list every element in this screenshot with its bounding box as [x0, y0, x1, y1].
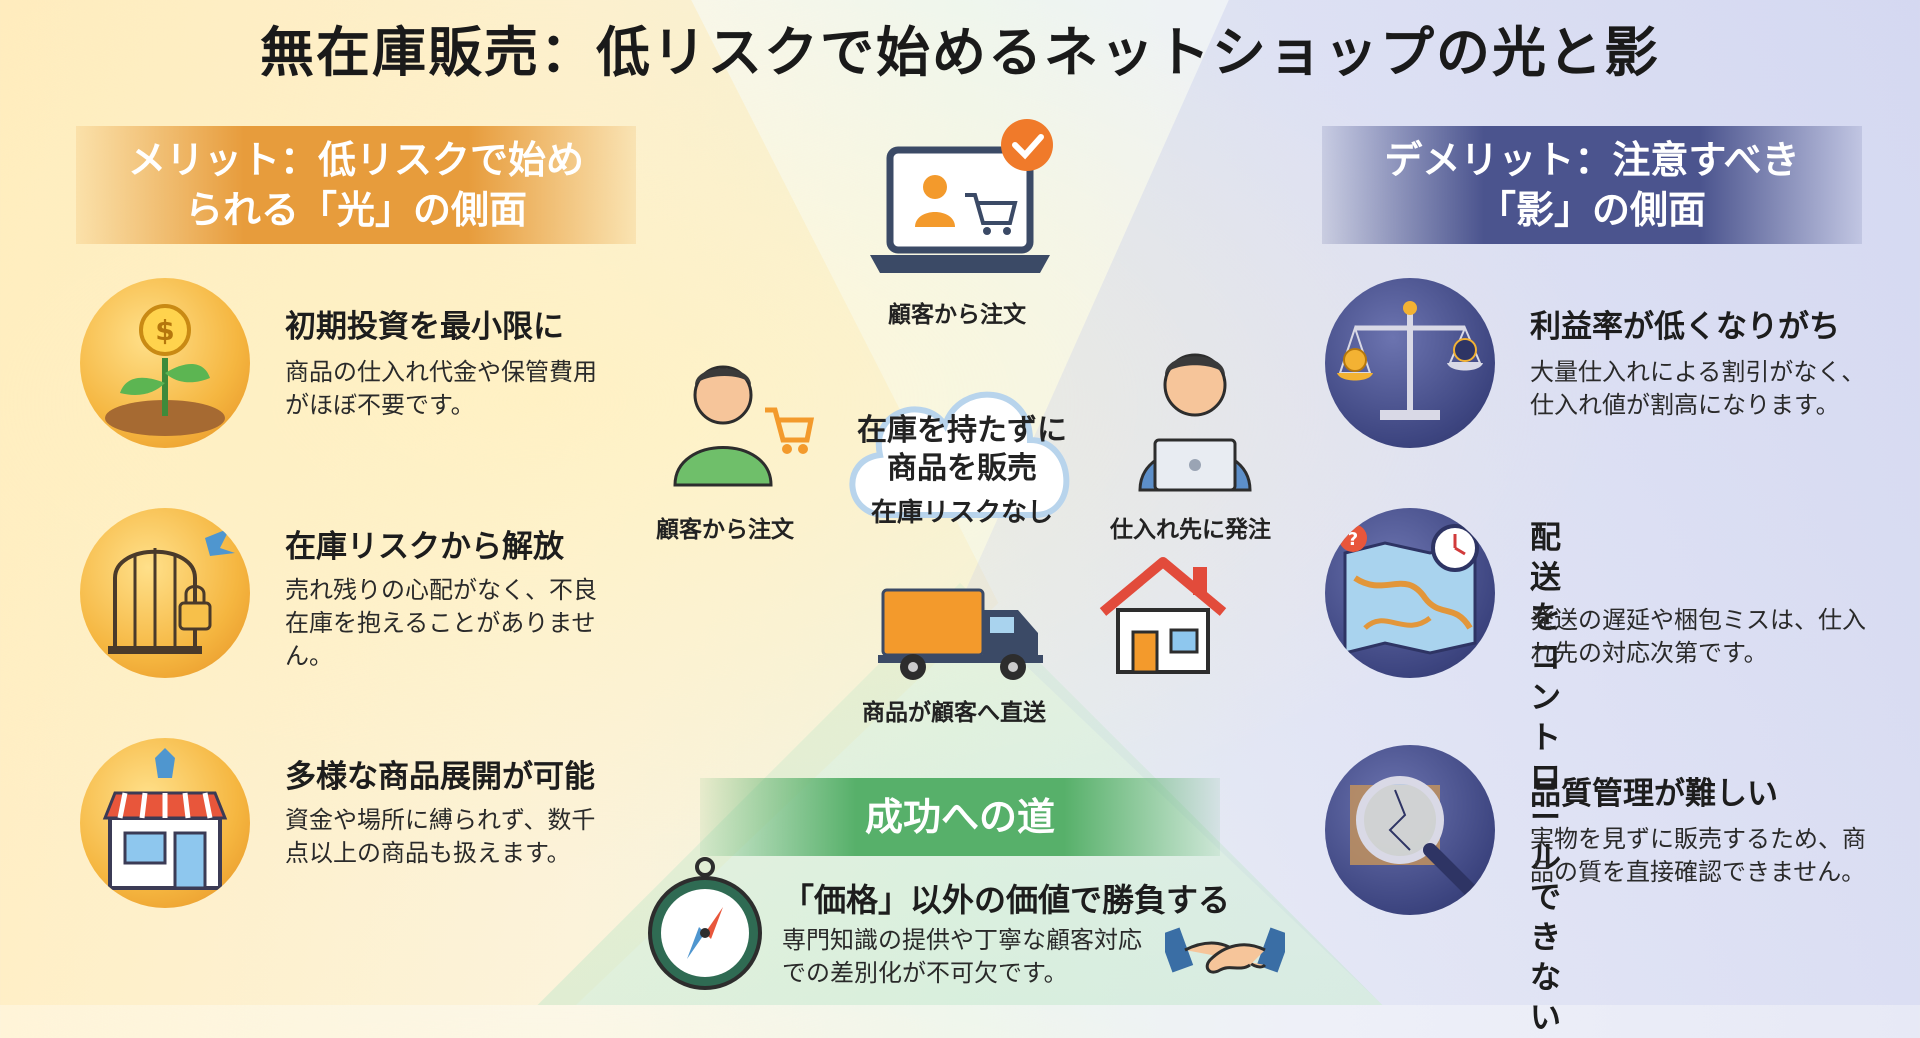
demerit-item-title: 利益率が低くなりがち: [1530, 309, 1840, 345]
merit-header: メリット：低リスクで始め られる「光」の側面: [76, 126, 636, 244]
demerit-item-title: 品質管理が難しい: [1530, 776, 1778, 812]
customer-order-label: 顧客から注文: [656, 517, 794, 543]
svg-text:$: $: [155, 314, 174, 347]
compass-icon: [645, 855, 765, 995]
cloud-main-text: 在庫を持たずに 商品を販売: [857, 413, 1067, 486]
merit-item-title: 在庫リスクから解放: [285, 529, 564, 565]
page-title: 無在庫販売：低リスクで始めるネットショップの光と影: [260, 21, 1660, 84]
demerit-item-desc: 発送の遅延や梱包ミスは、仕入れ先の対応次第です。: [1530, 606, 1866, 667]
supplier-order-label: 仕入れ先に発注: [1110, 517, 1271, 543]
demerit-item-desc: 大量仕入れによる割引がなく、仕入れ値が割高になります。: [1530, 358, 1866, 419]
cloud-sub-text: 在庫リスクなし: [870, 498, 1053, 528]
merit-item-desc: 商品の仕入れ代金や保管費用がほぼ不要です。: [285, 358, 597, 419]
sprout-coin-icon: $: [80, 278, 250, 448]
house-icon: [1093, 552, 1233, 677]
customer-icon: [665, 355, 815, 495]
demerit-item-title: 配送をコントロール できない: [1530, 520, 1561, 1036]
map-clock-icon: ?: [1325, 508, 1495, 678]
storefront-icon: [80, 738, 250, 908]
direct-ship-label: 商品が顧客へ直送: [862, 700, 1046, 726]
supplier-icon: [1125, 340, 1265, 500]
merit-item-title: 多様な商品展開が可能: [285, 759, 595, 795]
success-header: 成功への道: [700, 778, 1220, 856]
laptop-order-label: 顧客から注文: [888, 302, 1026, 328]
success-title: 「価格」以外の価値で勝負する: [782, 881, 1231, 919]
magnifier-icon: [1325, 745, 1495, 915]
merit-item-desc: 資金や場所に縛られず、数千点以上の商品も扱えます。: [285, 806, 596, 867]
demerit-item-desc: 実物を見ずに販売するため、商品の質を直接確認できません。: [1530, 825, 1866, 886]
birdcage-icon: [80, 508, 250, 678]
balance-scale-icon: [1325, 278, 1495, 448]
merit-item-desc: 売れ残りの心配がなく、不良在庫を抱えることがありません。: [285, 576, 597, 670]
cloud-shape: [830, 345, 1090, 535]
laptop-cart-icon: [865, 115, 1065, 290]
delivery-truck-icon: [878, 585, 1048, 685]
svg-text:?: ?: [1348, 529, 1358, 550]
handshake-icon: [1165, 910, 1285, 1000]
merit-item-title: 初期投資を最小限に: [285, 309, 564, 345]
demerit-header: デメリット：注意すべき 「影」の側面: [1322, 126, 1862, 244]
success-desc: 専門知識の提供や丁寧な顧客対応での差別化が不可欠です。: [782, 926, 1142, 987]
